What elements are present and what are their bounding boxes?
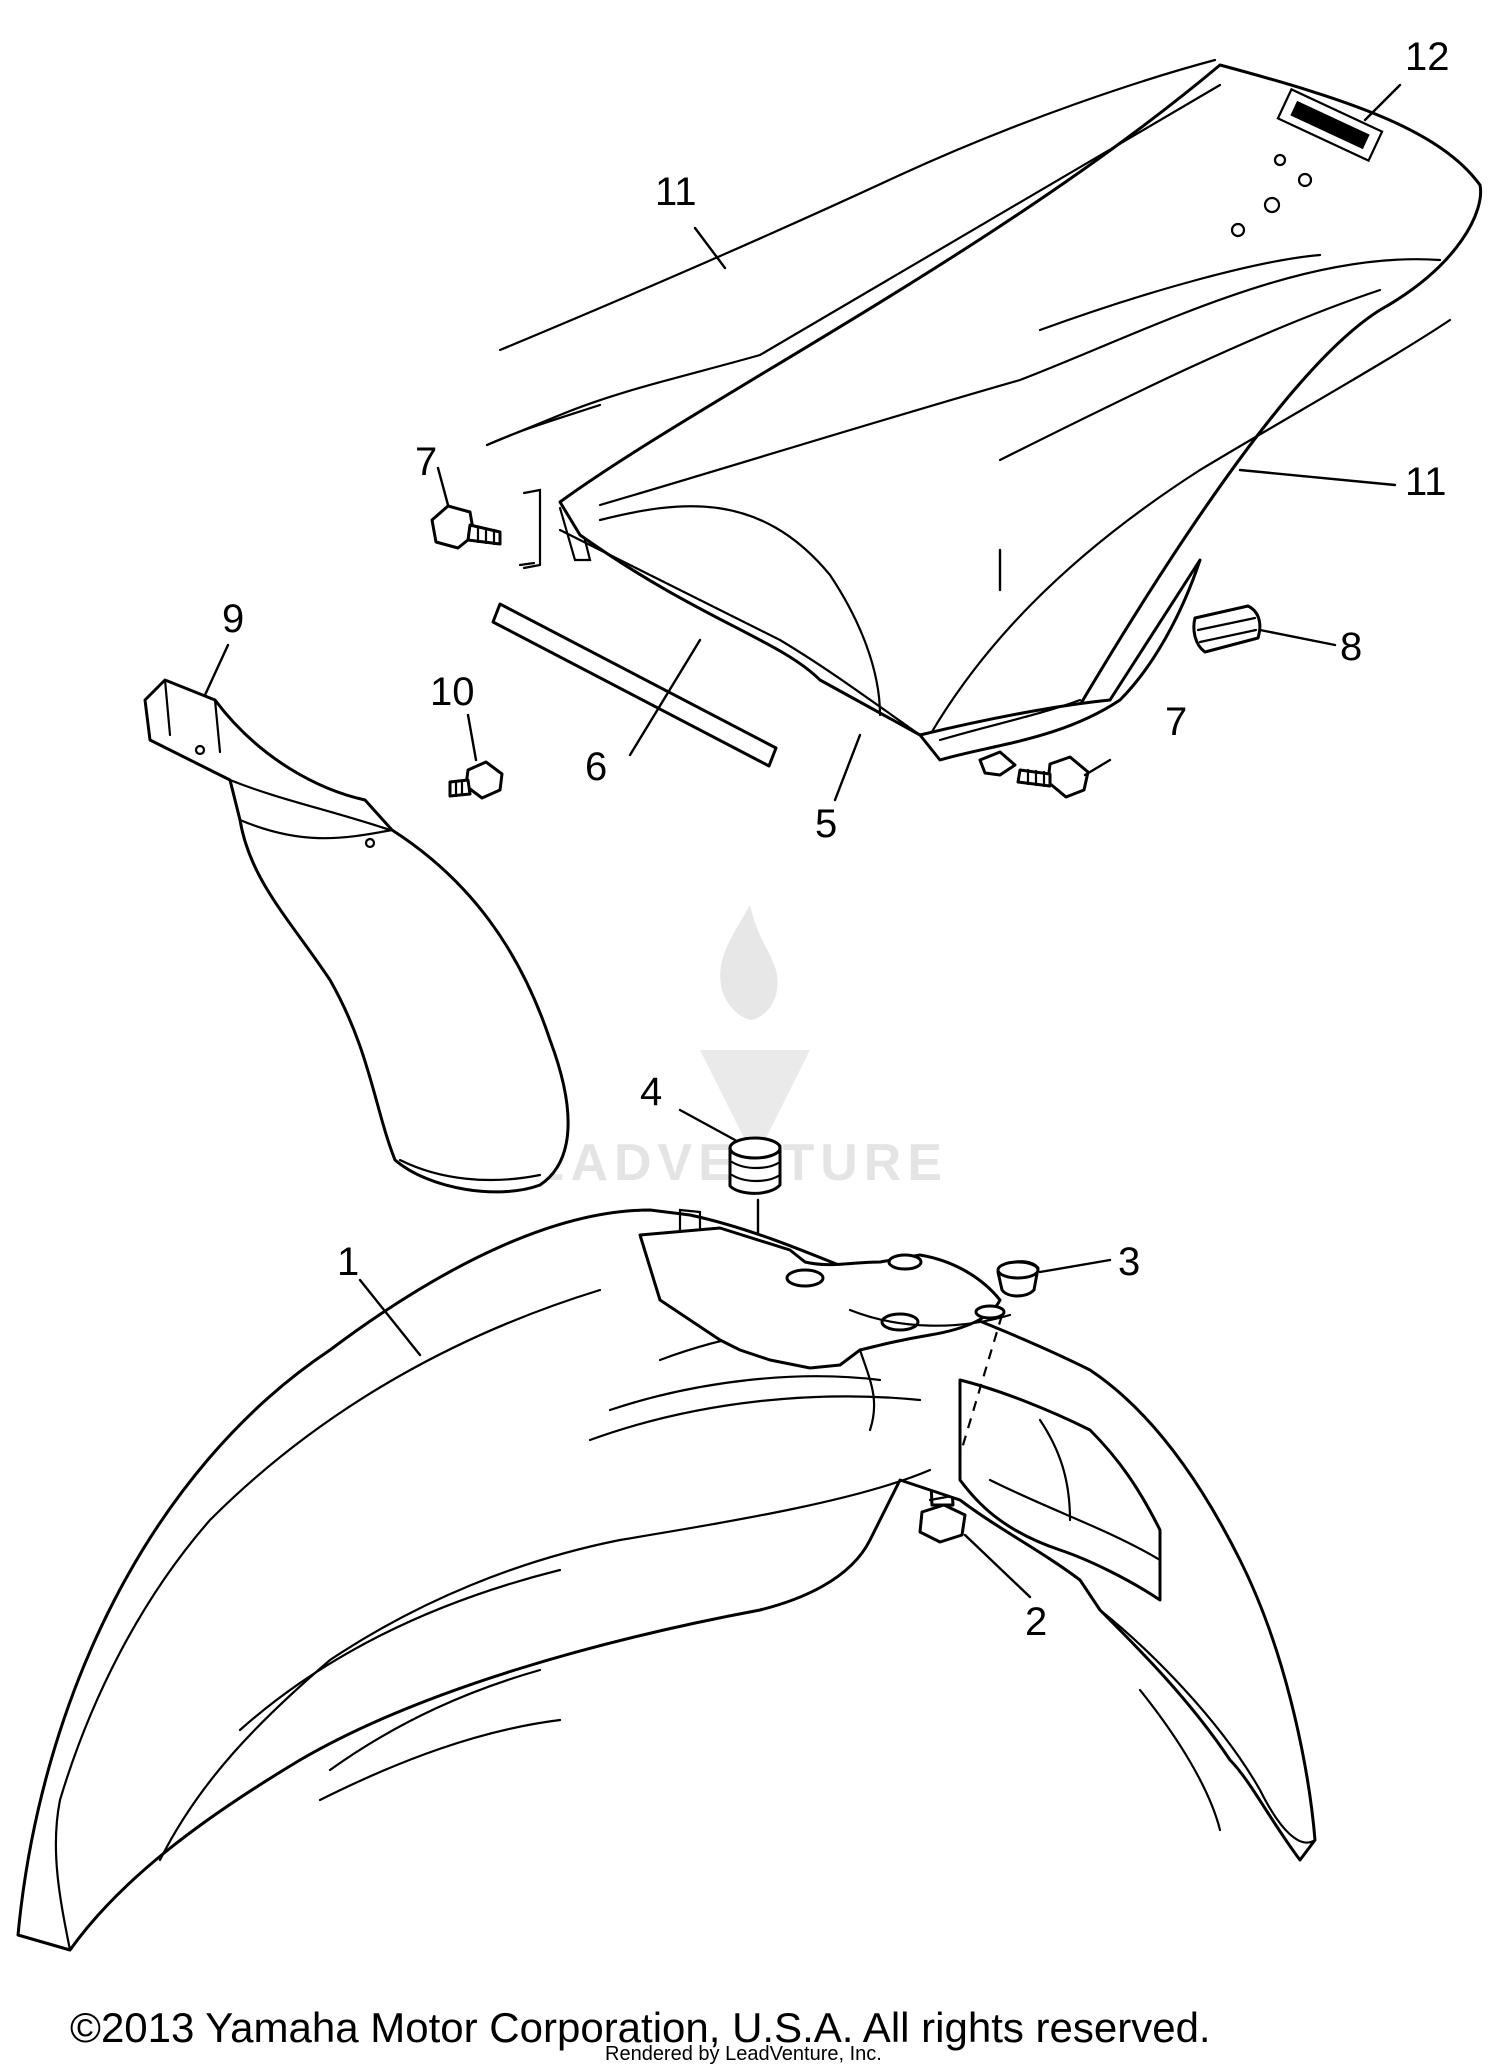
callout-8: 8	[1340, 625, 1362, 669]
copyright-notice: ©2013 Yamaha Motor Corporation, U.S.A. A…	[70, 2004, 1211, 2051]
leader-lines	[203, 83, 1402, 1599]
callout-7-lower: 7	[1165, 700, 1187, 744]
flame-icon	[720, 905, 778, 1020]
part-4-damper	[728, 1136, 782, 1282]
rear-fender	[485, 58, 1483, 762]
callout-6: 6	[585, 745, 607, 789]
callout-3: 3	[1118, 1240, 1140, 1284]
callout-labels: 12 11 11 8 7 7 9 10 6 5 4 3 2 1	[222, 35, 1450, 1644]
callout-5: 5	[815, 802, 837, 846]
callout-9: 9	[222, 597, 244, 641]
callout-2: 2	[1025, 1600, 1047, 1644]
callout-7-upper: 7	[415, 440, 437, 484]
callout-1: 1	[337, 1240, 359, 1284]
part-7-bolt-lower	[978, 750, 1090, 799]
v-logo-icon	[700, 1050, 810, 1160]
alignment-dashed-line	[958, 1314, 1004, 1456]
part-6-strip	[491, 602, 778, 768]
callout-12: 12	[1405, 35, 1450, 79]
rendered-by-notice: Rendered by LeadVenture, Inc.	[605, 2043, 882, 2064]
callout-11-side: 11	[1405, 460, 1447, 504]
part-8-grommet	[1192, 604, 1262, 654]
callout-11-top: 11	[655, 170, 697, 214]
part-9-mud-flap	[143, 678, 570, 1194]
part-10-bolt	[448, 760, 504, 800]
callout-4: 4	[640, 1070, 662, 1114]
part-7-bolt-upper	[430, 488, 542, 570]
part-1-front-fender	[16, 1208, 1317, 1952]
part-3-collar	[996, 1260, 1040, 1298]
callout-10: 10	[430, 670, 475, 714]
